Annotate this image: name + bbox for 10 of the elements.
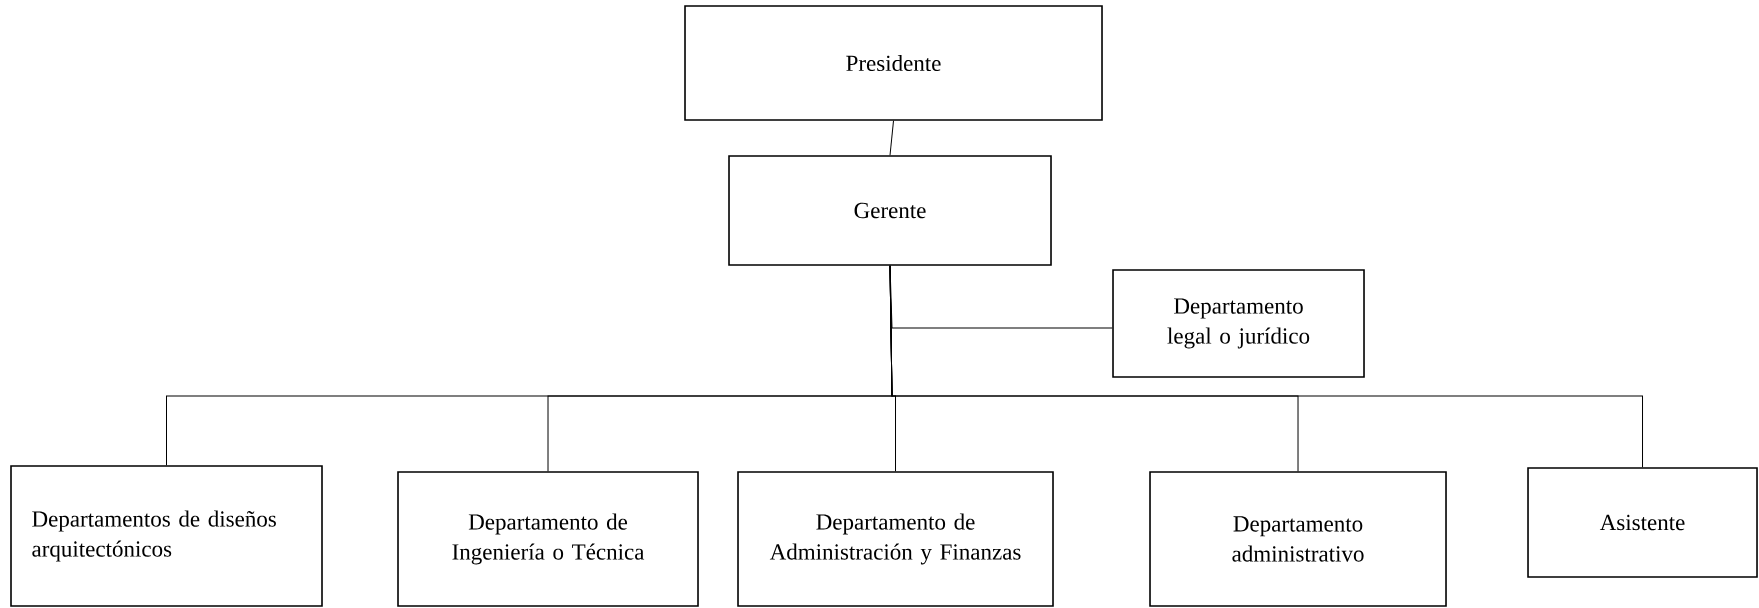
org-box: Departamento administrativo [1149,471,1447,607]
org-box: Presidente [684,5,1103,121]
org-box: Departamento de Ingeniería o Técnica [397,471,699,607]
org-box: Departamento de Administración y Finanzas [737,471,1054,607]
org-box: Asistente [1527,467,1758,578]
org-box: Departamentos de diseños arquitectónicos [10,465,323,607]
connector-line [889,265,1643,468]
org-box: Departamento legal o jurídico [1112,269,1365,378]
connector-line [889,120,894,156]
org-box: Gerente [728,155,1052,266]
